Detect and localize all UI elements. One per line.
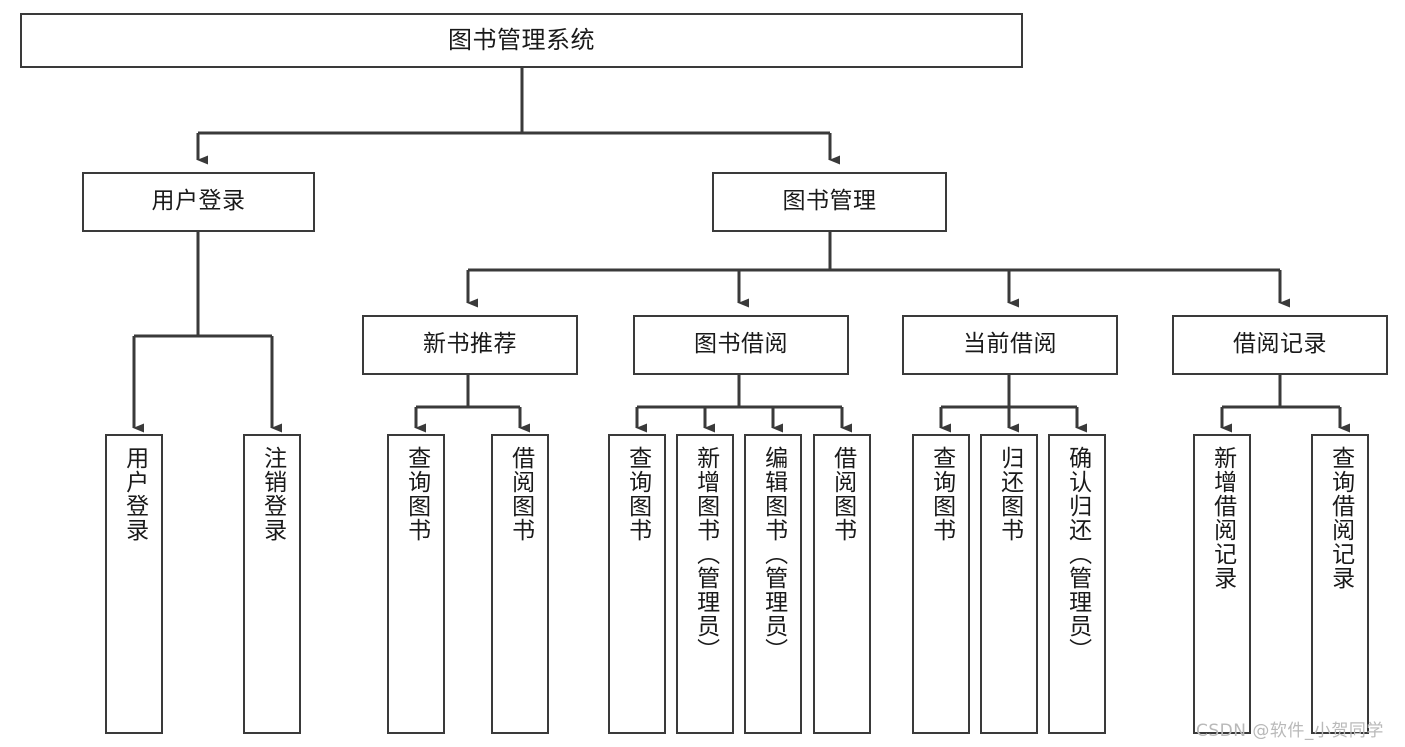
node-borrow-record[interactable]: 借阅记录 [1172,315,1388,375]
node-label: 新书推荐 [423,331,517,358]
node-book-management[interactable]: 图书管理 [712,172,947,232]
node-label: 用户登录 [121,446,148,542]
node-leaf-borrow-book-2[interactable]: 借阅图书 [813,434,871,734]
node-current-borrow[interactable]: 当前借阅 [902,315,1118,375]
node-leaf-user-login[interactable]: 用户登录 [105,434,163,734]
node-leaf-logout-login[interactable]: 注销登录 [243,434,301,734]
node-label: 图书借阅 [694,331,788,358]
node-leaf-add-record[interactable]: 新增借阅记录 [1193,434,1251,734]
node-label: 借阅图书 [507,446,534,542]
node-label: 新增借阅记录 [1209,446,1236,590]
node-label: 查询图书 [624,446,651,542]
node-user-login[interactable]: 用户登录 [82,172,315,232]
node-label: 确认归还（管理员） [1064,446,1091,662]
node-label: 用户登录 [151,188,246,215]
csdn-watermark: CSDN @软件_小贺同学 [1196,721,1384,741]
node-label: 注销登录 [259,446,286,542]
node-leaf-return-book[interactable]: 归还图书 [980,434,1038,734]
node-label: 当前借阅 [963,331,1057,358]
node-leaf-query-book-1[interactable]: 查询图书 [387,434,445,734]
node-leaf-borrow-book-1[interactable]: 借阅图书 [491,434,549,734]
node-leaf-confirm-return[interactable]: 确认归还（管理员） [1048,434,1106,734]
node-leaf-query-record[interactable]: 查询借阅记录 [1311,434,1369,734]
node-label: 新增图书（管理员） [692,446,719,662]
node-leaf-add-book[interactable]: 新增图书（管理员） [676,434,734,734]
node-label: 查询图书 [403,446,430,542]
node-label: 图书管理系统 [448,26,595,55]
node-new-book-recommend[interactable]: 新书推荐 [362,315,578,375]
node-leaf-edit-book[interactable]: 编辑图书（管理员） [744,434,802,734]
node-label: 查询图书 [928,446,955,542]
node-root-book-management-system[interactable]: 图书管理系统 [20,13,1023,68]
node-label: 归还图书 [996,446,1023,542]
node-label: 借阅图书 [829,446,856,542]
node-book-borrow[interactable]: 图书借阅 [633,315,849,375]
node-label: 查询借阅记录 [1327,446,1354,590]
node-label: 借阅记录 [1233,331,1327,358]
node-label: 编辑图书（管理员） [760,446,787,662]
node-leaf-query-book-2[interactable]: 查询图书 [608,434,666,734]
node-label: 图书管理 [782,188,877,215]
node-leaf-query-book-3[interactable]: 查询图书 [912,434,970,734]
